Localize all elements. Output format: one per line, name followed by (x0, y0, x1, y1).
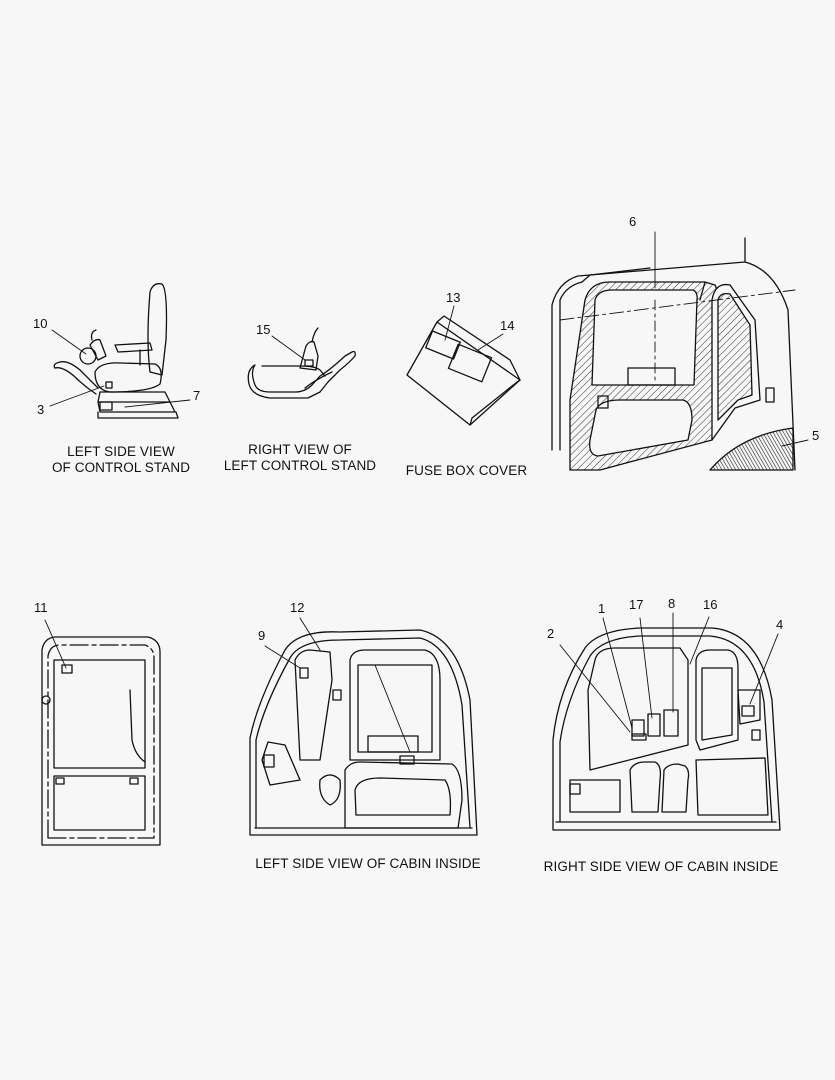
caption-line: RIGHT VIEW OF (248, 442, 352, 457)
callout-7: 7 (193, 388, 201, 403)
caption-left-cabin-inside: LEFT SIDE VIEW OF CABIN INSIDE (255, 856, 481, 871)
callout-11: 11 (34, 600, 48, 615)
cabin-inside-left-drawing (249, 617, 478, 836)
left-control-stand-right-view (247, 327, 356, 399)
callout-15: 15 (256, 322, 271, 337)
caption-right-view-left-control-stand: RIGHT VIEW OF LEFT CONTROL STAND (218, 442, 382, 474)
caption-left-side-control-stand: LEFT SIDE VIEW OF CONTROL STAND (46, 444, 196, 476)
cabin-exterior-drawing (551, 231, 809, 471)
callout-5: 5 (812, 428, 820, 443)
caption-line: LEFT SIDE VIEW (67, 444, 175, 459)
callout-12: 12 (290, 600, 305, 615)
caption-line: OF CONTROL STAND (51, 460, 191, 475)
callout-16: 16 (703, 597, 718, 612)
cabin-rear-view-drawing (41, 619, 161, 846)
callout-6: 6 (629, 214, 637, 229)
caption-fuse-box-cover: FUSE BOX COVER (405, 463, 528, 478)
control-stand-left-view (49, 283, 191, 419)
caption-right-cabin-inside: RIGHT SIDE VIEW OF CABIN INSIDE (543, 859, 779, 874)
callout-1: 1 (598, 601, 606, 616)
callout-4: 4 (776, 617, 784, 632)
caption-line: LEFT CONTROL STAND (223, 458, 377, 473)
fuse-box-cover-drawing (406, 305, 521, 426)
callout-17: 17 (629, 597, 644, 612)
callout-3: 3 (37, 402, 45, 417)
callout-8: 8 (668, 596, 676, 611)
callout-14: 14 (500, 318, 515, 333)
callout-13: 13 (446, 290, 461, 305)
cabin-inside-right-drawing (552, 612, 781, 831)
callout-9: 9 (258, 628, 266, 643)
callout-10: 10 (33, 316, 48, 331)
callout-2: 2 (547, 626, 555, 641)
